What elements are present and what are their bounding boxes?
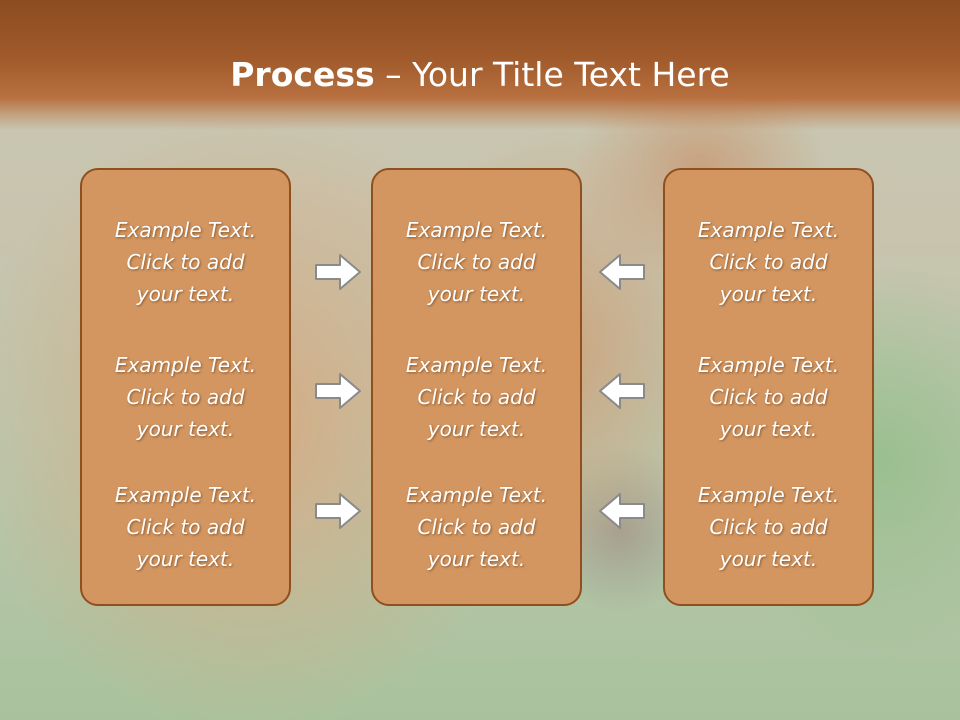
text-placeholder[interactable]: Example Text. Click to add your text. [665,349,872,445]
text-placeholder[interactable]: Example Text. Click to add your text. [373,479,580,575]
text-line: your text. [136,547,235,571]
text-line: Example Text. [405,483,548,507]
text-line: Click to add [126,385,245,409]
title-bold: Process [230,55,375,94]
text-panel-right[interactable]: Example Text. Click to add your text. Ex… [663,168,874,606]
text-placeholder[interactable]: Example Text. Click to add your text. [665,214,872,310]
right-arrow-icon [315,493,361,529]
text-line: Example Text. [405,218,548,242]
text-line: Click to add [709,250,828,274]
text-line: Example Text. [114,483,257,507]
text-line: Example Text. [114,353,257,377]
text-panel-left[interactable]: Example Text. Click to add your text. Ex… [80,168,291,606]
text-line: Click to add [126,250,245,274]
text-placeholder[interactable]: Example Text. Click to add your text. [373,349,580,445]
text-line: your text. [719,547,818,571]
text-line: Example Text. [114,218,257,242]
text-panel-center[interactable]: Example Text. Click to add your text. Ex… [371,168,582,606]
text-placeholder[interactable]: Example Text. Click to add your text. [82,479,289,575]
left-arrow-icon [599,493,645,529]
text-placeholder[interactable]: Example Text. Click to add your text. [373,214,580,310]
text-line: Click to add [417,385,536,409]
title-rest: – Your Title Text Here [374,55,730,94]
left-arrow-icon [599,373,645,409]
text-line: Example Text. [405,353,548,377]
text-placeholder[interactable]: Example Text. Click to add your text. [82,349,289,445]
text-line: your text. [136,417,235,441]
text-line: your text. [427,417,526,441]
text-line: Click to add [709,385,828,409]
text-line: your text. [427,547,526,571]
text-line: your text. [719,417,818,441]
text-line: Click to add [417,515,536,539]
title-bar [0,0,960,130]
text-placeholder[interactable]: Example Text. Click to add your text. [665,479,872,575]
slide-title[interactable]: Process – Your Title Text Here [0,52,960,98]
text-line: Click to add [417,250,536,274]
text-line: Click to add [126,515,245,539]
right-arrow-icon [315,254,361,290]
right-arrow-icon [315,373,361,409]
text-line: your text. [136,282,235,306]
text-line: your text. [427,282,526,306]
text-line: Example Text. [697,483,840,507]
text-placeholder[interactable]: Example Text. Click to add your text. [82,214,289,310]
text-line: Example Text. [697,353,840,377]
text-line: Click to add [709,515,828,539]
text-line: your text. [719,282,818,306]
left-arrow-icon [599,254,645,290]
text-line: Example Text. [697,218,840,242]
